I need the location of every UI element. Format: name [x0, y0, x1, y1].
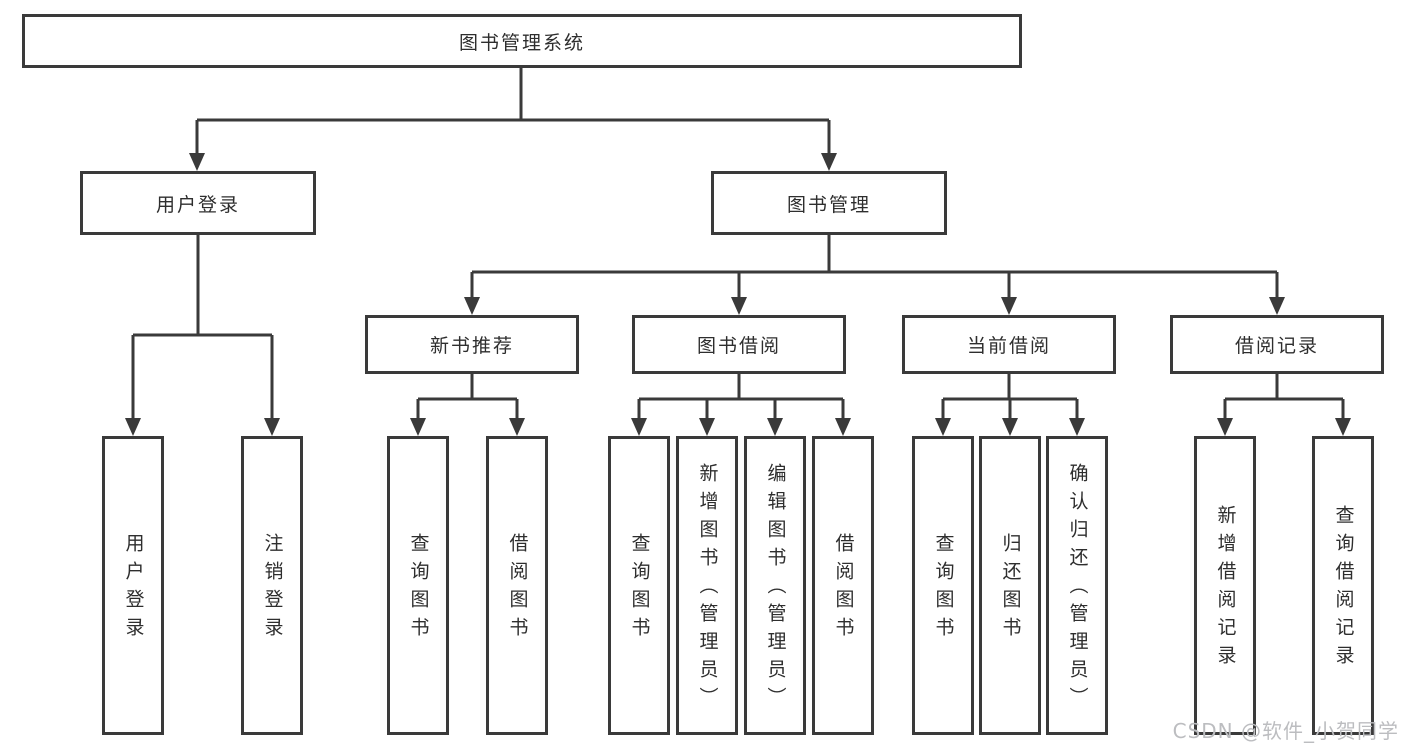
leaf-current-query-books: 查询图书 [912, 436, 974, 735]
leaf-add-books-admin: 新增图书（管理员） [676, 436, 738, 735]
leaf-recommend-borrow-books: 借阅图书 [486, 436, 548, 735]
leaf-user-login: 用户登录 [102, 436, 164, 735]
node-new-book-recommend: 新书推荐 [365, 315, 579, 374]
leaf-return-books: 归还图书 [979, 436, 1041, 735]
leaf-logout: 注销登录 [241, 436, 303, 735]
node-borrow-records: 借阅记录 [1170, 315, 1384, 374]
node-book-management: 图书管理 [711, 171, 947, 235]
leaf-query-borrow-record: 查询借阅记录 [1312, 436, 1374, 735]
node-book-borrow: 图书借阅 [632, 315, 846, 374]
leaf-confirm-return-admin: 确认归还（管理员） [1046, 436, 1108, 735]
node-library-system: 图书管理系统 [22, 14, 1022, 68]
node-user-login: 用户登录 [80, 171, 316, 235]
leaf-add-borrow-record: 新增借阅记录 [1194, 436, 1256, 735]
leaf-recommend-query-books: 查询图书 [387, 436, 449, 735]
leaf-edit-books-admin: 编辑图书（管理员） [744, 436, 806, 735]
leaf-borrow-query-books: 查询图书 [608, 436, 670, 735]
leaf-borrow-books: 借阅图书 [812, 436, 874, 735]
csdn-watermark: CSDN @软件_小贺同学 [1172, 719, 1399, 743]
node-current-borrow: 当前借阅 [902, 315, 1116, 374]
